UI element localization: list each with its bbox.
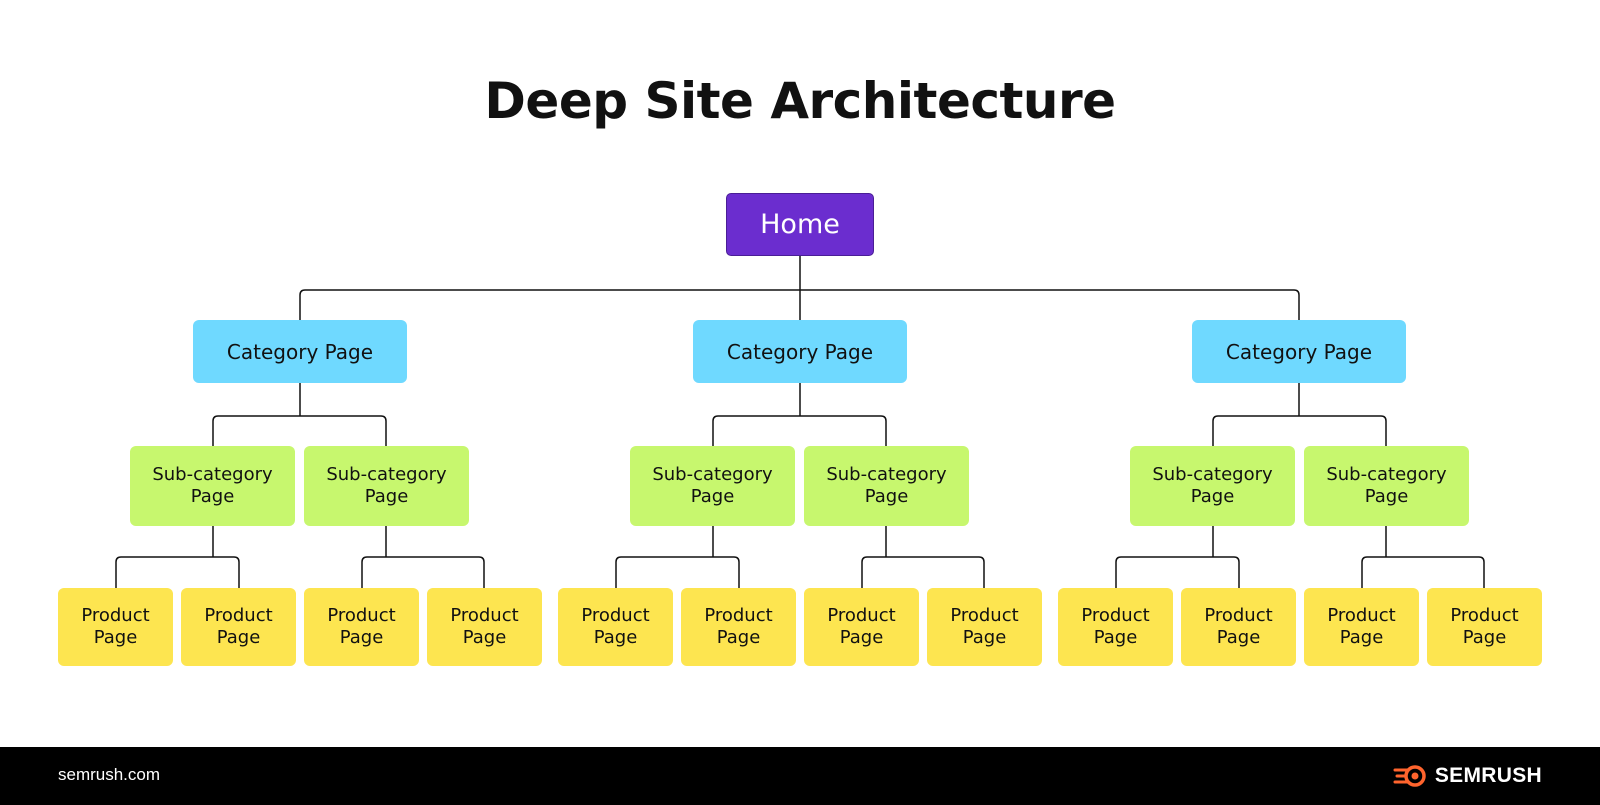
subcategory-node: Sub-category Page	[630, 446, 795, 526]
product-label: Product Page	[704, 605, 773, 648]
connector-sub2-products	[361, 526, 485, 588]
product-node: Product Page	[58, 588, 173, 666]
category-node: Category Page	[193, 320, 407, 383]
connector-sub6-products	[1361, 526, 1485, 588]
category-label: Category Page	[726, 339, 874, 364]
product-label: Product Page	[450, 605, 519, 648]
connector-cat2-subcats	[712, 383, 887, 446]
product-node: Product Page	[1058, 588, 1173, 666]
footer-bar: semrush.com SEMRUSH	[0, 747, 1600, 805]
connector-cat1-subcats	[212, 383, 387, 446]
connector-sub3-products	[615, 526, 740, 588]
connector-sub4-products	[861, 526, 985, 588]
product-label: Product Page	[81, 605, 150, 648]
product-label: Product Page	[581, 605, 650, 648]
home-label: Home	[760, 208, 840, 240]
footer-url-link[interactable]: semrush.com	[58, 765, 161, 784]
product-label: Product Page	[204, 605, 273, 648]
product-label: Product Page	[1081, 605, 1150, 648]
brand-logo[interactable]: SEMRUSH	[1393, 762, 1542, 790]
subcategory-node: Sub-category Page	[804, 446, 969, 526]
connector-sub5-products	[1115, 526, 1240, 588]
product-node: Product Page	[804, 588, 919, 666]
subcategory-label: Sub-category Page	[1152, 464, 1273, 507]
subcategory-node: Sub-category Page	[1304, 446, 1469, 526]
product-node: Product Page	[927, 588, 1042, 666]
product-node: Product Page	[1304, 588, 1419, 666]
product-node: Product Page	[304, 588, 419, 666]
connector-cat3-subcats	[1212, 383, 1387, 446]
product-label: Product Page	[950, 605, 1019, 648]
subcategory-label: Sub-category Page	[1326, 464, 1447, 507]
brand-name: SEMRUSH	[1434, 764, 1542, 787]
subcategory-node: Sub-category Page	[1130, 446, 1295, 526]
product-label: Product Page	[327, 605, 396, 648]
subcategory-label: Sub-category Page	[652, 464, 773, 507]
connector-home-categories	[299, 256, 1300, 320]
subcategory-label: Sub-category Page	[326, 464, 447, 507]
subcategory-label: Sub-category Page	[826, 464, 947, 507]
category-node: Category Page	[1192, 320, 1406, 383]
product-label: Product Page	[1450, 605, 1519, 648]
connector-sub1-products	[115, 526, 240, 588]
home-node: Home	[726, 193, 874, 256]
product-label: Product Page	[1204, 605, 1273, 648]
product-label: Product Page	[827, 605, 896, 648]
category-label: Category Page	[1225, 339, 1373, 364]
product-node: Product Page	[181, 588, 296, 666]
product-node: Product Page	[558, 588, 673, 666]
category-node: Category Page	[693, 320, 907, 383]
category-label: Category Page	[226, 339, 374, 364]
semrush-fire-icon	[1393, 765, 1426, 787]
subcategory-node: Sub-category Page	[304, 446, 469, 526]
page-title: Deep Site Architecture	[484, 72, 1116, 130]
product-node: Product Page	[681, 588, 796, 666]
subcategory-label: Sub-category Page	[152, 464, 273, 507]
product-node: Product Page	[427, 588, 542, 666]
subcategory-node: Sub-category Page	[130, 446, 295, 526]
product-node: Product Page	[1181, 588, 1296, 666]
product-label: Product Page	[1327, 605, 1396, 648]
product-node: Product Page	[1427, 588, 1542, 666]
